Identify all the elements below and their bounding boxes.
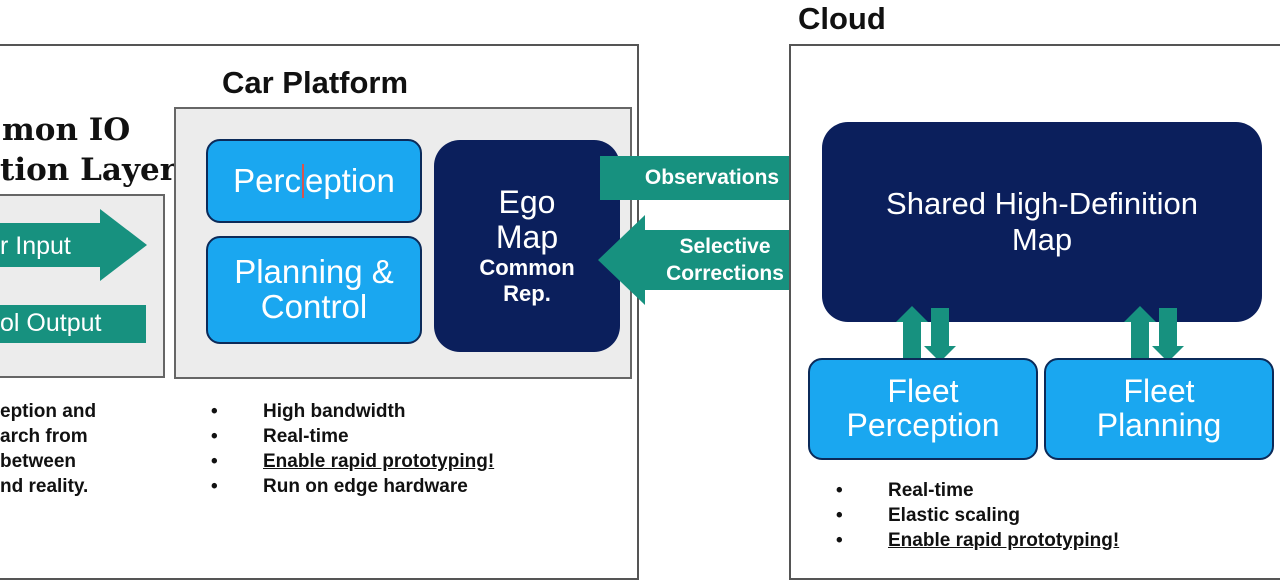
bullet-item: Enable rapid prototyping! <box>836 528 1119 553</box>
cloud-bullets: Real-time Elastic scaling Enable rapid p… <box>836 478 1119 553</box>
car-platform-bullets: High bandwidth Real-time Enable rapid pr… <box>211 399 494 499</box>
cloud-title: Cloud <box>798 1 886 36</box>
fleet-perception-line2: Perception <box>846 407 1000 443</box>
io-note: between <box>0 451 77 472</box>
shared-map-line2: Map <box>1011 222 1073 257</box>
io-note: nd reality. <box>0 476 89 497</box>
bullet-item: Elastic scaling <box>836 503 1119 528</box>
car-platform-title: Car Platform <box>222 65 409 100</box>
corrections-label-line2: Corrections <box>666 262 784 285</box>
input-label: r Input <box>0 232 71 260</box>
planning-control-box: Planning & Control <box>206 236 422 344</box>
corrections-label: Selective Corrections <box>650 233 800 287</box>
ego-map-line4: Rep. <box>503 281 551 306</box>
io-layer-title-line1: mon IO <box>2 112 131 148</box>
io-layer-title-line2: tion Layer <box>0 152 177 188</box>
fleet-planning-line1: Fleet <box>1123 373 1195 410</box>
down-arrow-right <box>1152 308 1184 362</box>
io-notes: eption and arch from between nd reality. <box>0 399 96 499</box>
fleet-planning-box: Fleet Planning <box>1044 358 1274 460</box>
up-arrow-left <box>896 306 928 368</box>
bullet-item: Real-time <box>211 424 494 449</box>
ego-map-line1: Ego <box>498 184 556 220</box>
io-note: eption and <box>0 401 97 422</box>
output-label: ol Output <box>0 309 102 337</box>
fleet-perception-line1: Fleet <box>887 373 959 410</box>
shared-map-line1: Shared High-Definition <box>886 186 1198 221</box>
observations-arrow <box>600 136 840 220</box>
fleet-planning-line2: Planning <box>1096 407 1222 443</box>
planning-label-line2: Control <box>260 288 368 325</box>
corrections-label-line1: Selective <box>679 235 771 258</box>
ego-map-box: Ego Map Common Rep. <box>434 140 620 352</box>
bullet-item: Run on edge hardware <box>211 474 494 499</box>
bullet-item: Enable rapid prototyping! <box>211 449 494 474</box>
bullet-item: Real-time <box>836 478 1119 503</box>
corrections-arrow <box>598 215 828 305</box>
shared-hd-map-box: Shared High-Definition Map <box>822 122 1262 322</box>
io-note: arch from <box>0 426 88 447</box>
fleet-perception-box: Fleet Perception <box>808 358 1038 460</box>
up-arrow-right <box>1124 306 1156 368</box>
output-box <box>0 305 146 343</box>
input-arrow <box>0 209 147 281</box>
planning-label-line1: Planning & <box>234 253 394 291</box>
down-arrow-left <box>924 308 956 362</box>
bullet-item: High bandwidth <box>211 399 494 424</box>
ego-map-line3: Common <box>479 255 575 280</box>
text-cursor <box>301 163 304 198</box>
observations-label: Observations <box>644 166 780 189</box>
ego-map-line2: Map <box>495 219 559 255</box>
